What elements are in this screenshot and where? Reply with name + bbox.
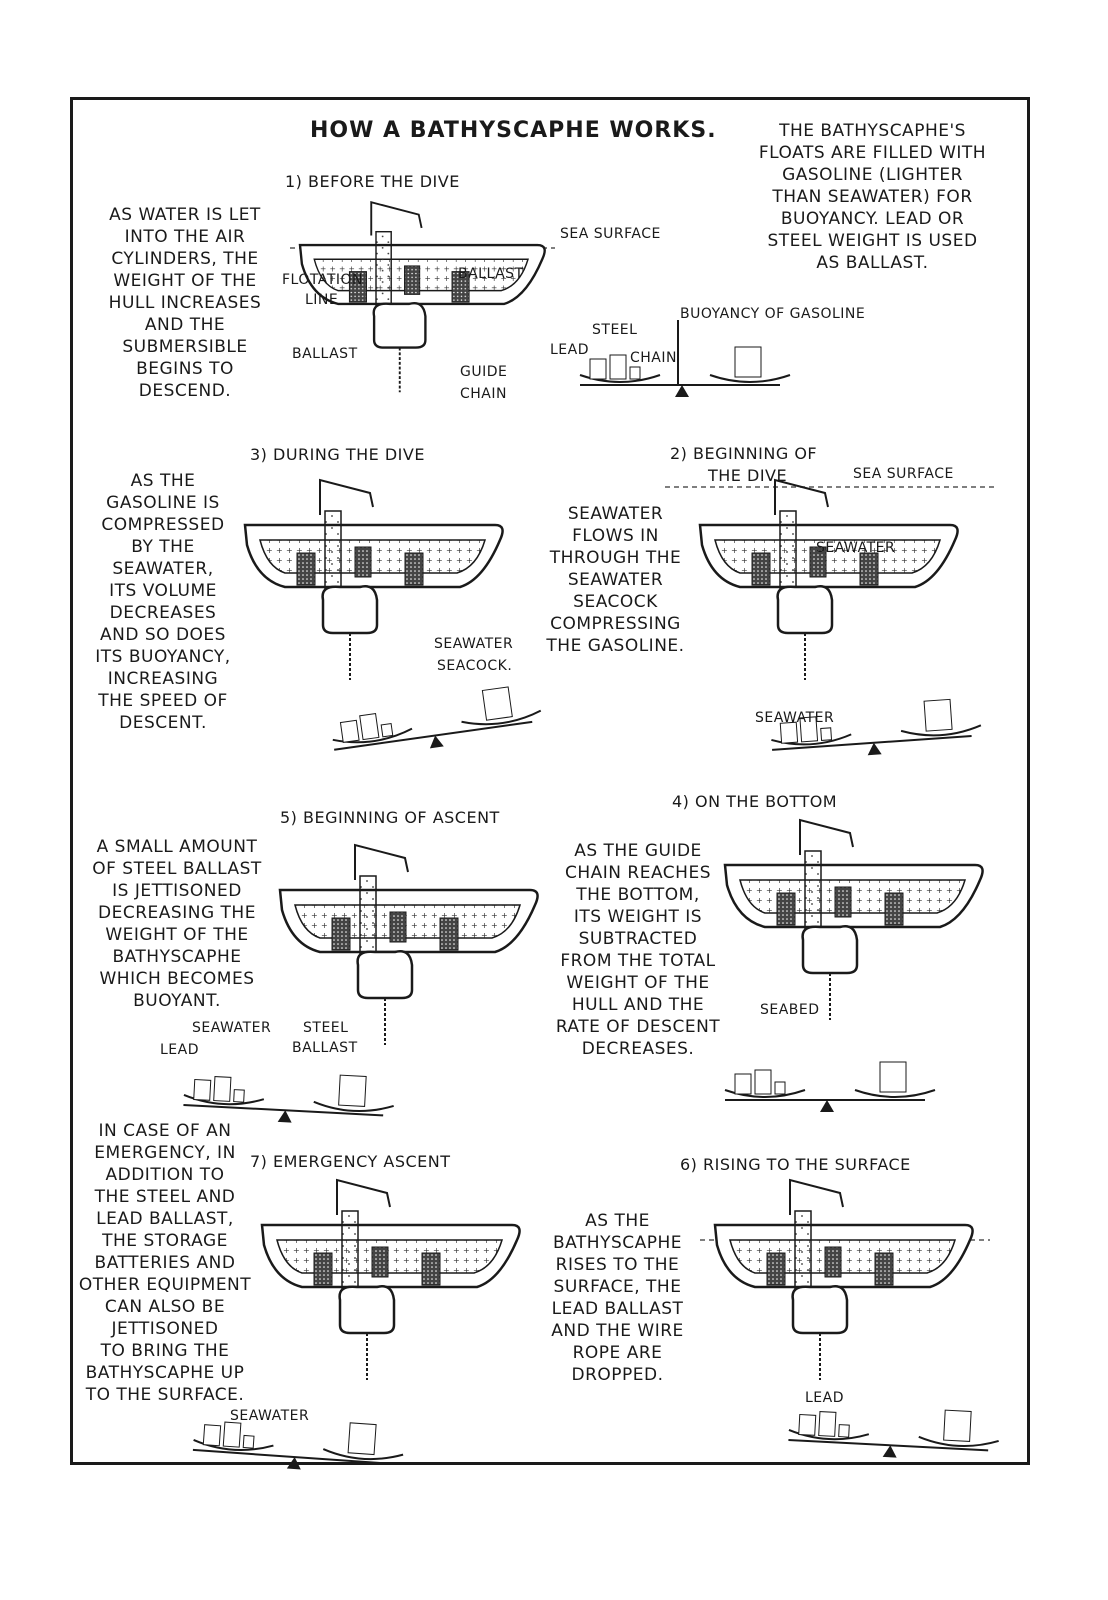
label-sea-surface-2: SEA SURFACE [853,466,954,482]
label-guide: GUIDE [460,364,508,380]
label-steel-5: STEEL [303,1020,349,1036]
label-steel: STEEL [592,322,638,338]
label-seawater-7: SEAWATER [230,1408,310,1424]
label-seawater-5: SEAWATER [192,1020,272,1036]
label-line: LINE [305,292,339,308]
panel-5-text: A SMALL AMOUNT OF STEEL BALLAST IS JETTI… [92,837,262,1011]
intro-text: THE BATHYSCAPHE'S FLOATS ARE FILLED WITH… [758,121,987,273]
panel-7-heading: 7) EMERGENCY ASCENT [250,1152,451,1171]
panel-1-heading: 1) BEFORE THE DIVE [285,172,460,191]
label-ballast-right: BALLAST [458,266,524,282]
label-ballast-left: BALLAST [292,346,358,362]
label-seabed: SEABED [760,1002,820,1018]
panel-7-text: IN CASE OF AN EMERGENCY, IN ADDITION TO … [78,1121,252,1405]
label-lead: LEAD [550,342,590,358]
panel-4-heading: 4) ON THE BOTTOM [672,792,838,811]
label-seawater-2-scale: SEAWATER [755,710,835,726]
page-title: HOW A BATHYSCAPHE WORKS. [310,118,717,143]
label-lead-6: LEAD [805,1390,845,1406]
label-flotation: FLOTATION [282,272,364,288]
panel-1-text: AS WATER IS LET INTO THE AIR CYLINDERS, … [108,205,262,401]
label-buoyancy-gasoline: BUOYANCY OF GASOLINE [680,306,866,322]
panel-3-heading: 3) DURING THE DIVE [250,445,425,464]
label-chain: CHAIN [460,386,507,402]
panel-2-heading-line2: THE DIVE [708,466,788,485]
panel-6-text: AS THE BATHYSCAPHE RISES TO THE SURFACE,… [551,1211,684,1385]
label-seawater-2: SEAWATER [816,540,896,556]
label-chain-scale: CHAIN [630,350,677,366]
panel-4-text: AS THE GUIDE CHAIN REACHES THE BOTTOM, I… [555,841,721,1059]
panel-6-heading: 6) RISING TO THE SURFACE [680,1155,911,1174]
panel-3-text: AS THE GASOLINE IS COMPRESSED BY THE SEA… [95,471,231,733]
label-lead-5: LEAD [160,1042,200,1058]
label-sea-surface: SEA SURFACE [560,226,661,242]
label-seawater-3: SEAWATER [434,636,514,652]
panel-5-heading: 5) BEGINNING OF ASCENT [280,808,500,827]
label-seacock-3: SEACOCK. [437,658,513,674]
panel-2-heading: 2) BEGINNING OF [670,444,818,463]
page-frame [70,97,1030,1465]
panel-2-text: SEAWATER FLOWS IN THROUGH THE SEAWATER S… [546,504,685,656]
label-ballast-5: BALLAST [292,1040,358,1056]
